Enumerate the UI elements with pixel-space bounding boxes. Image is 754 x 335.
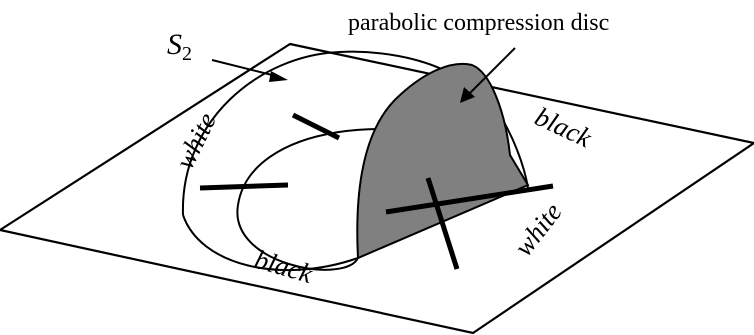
disc-arrow-head bbox=[460, 87, 475, 103]
base-plane bbox=[0, 42, 754, 335]
black-label-bottom: black bbox=[251, 244, 316, 289]
bar-cross-vertical bbox=[425, 177, 460, 270]
black-label-top: black bbox=[530, 101, 597, 153]
white-label-left: white bbox=[169, 108, 222, 174]
bar-cross-horizontal bbox=[385, 183, 554, 215]
white-label-right: white bbox=[508, 197, 568, 262]
disc-label: parabolic compression disc bbox=[348, 10, 609, 36]
bar-back bbox=[291, 112, 341, 141]
equator-front-arc bbox=[236, 204, 359, 271]
sphere-label: S2 bbox=[167, 28, 192, 65]
hemisphere-front-outline bbox=[182, 214, 359, 271]
s2-arrow-head bbox=[269, 71, 288, 82]
hemisphere-outline bbox=[181, 50, 449, 216]
s2-arrow-line bbox=[211, 59, 277, 77]
bar-left bbox=[199, 182, 289, 191]
disc-arrow-line bbox=[467, 47, 516, 96]
